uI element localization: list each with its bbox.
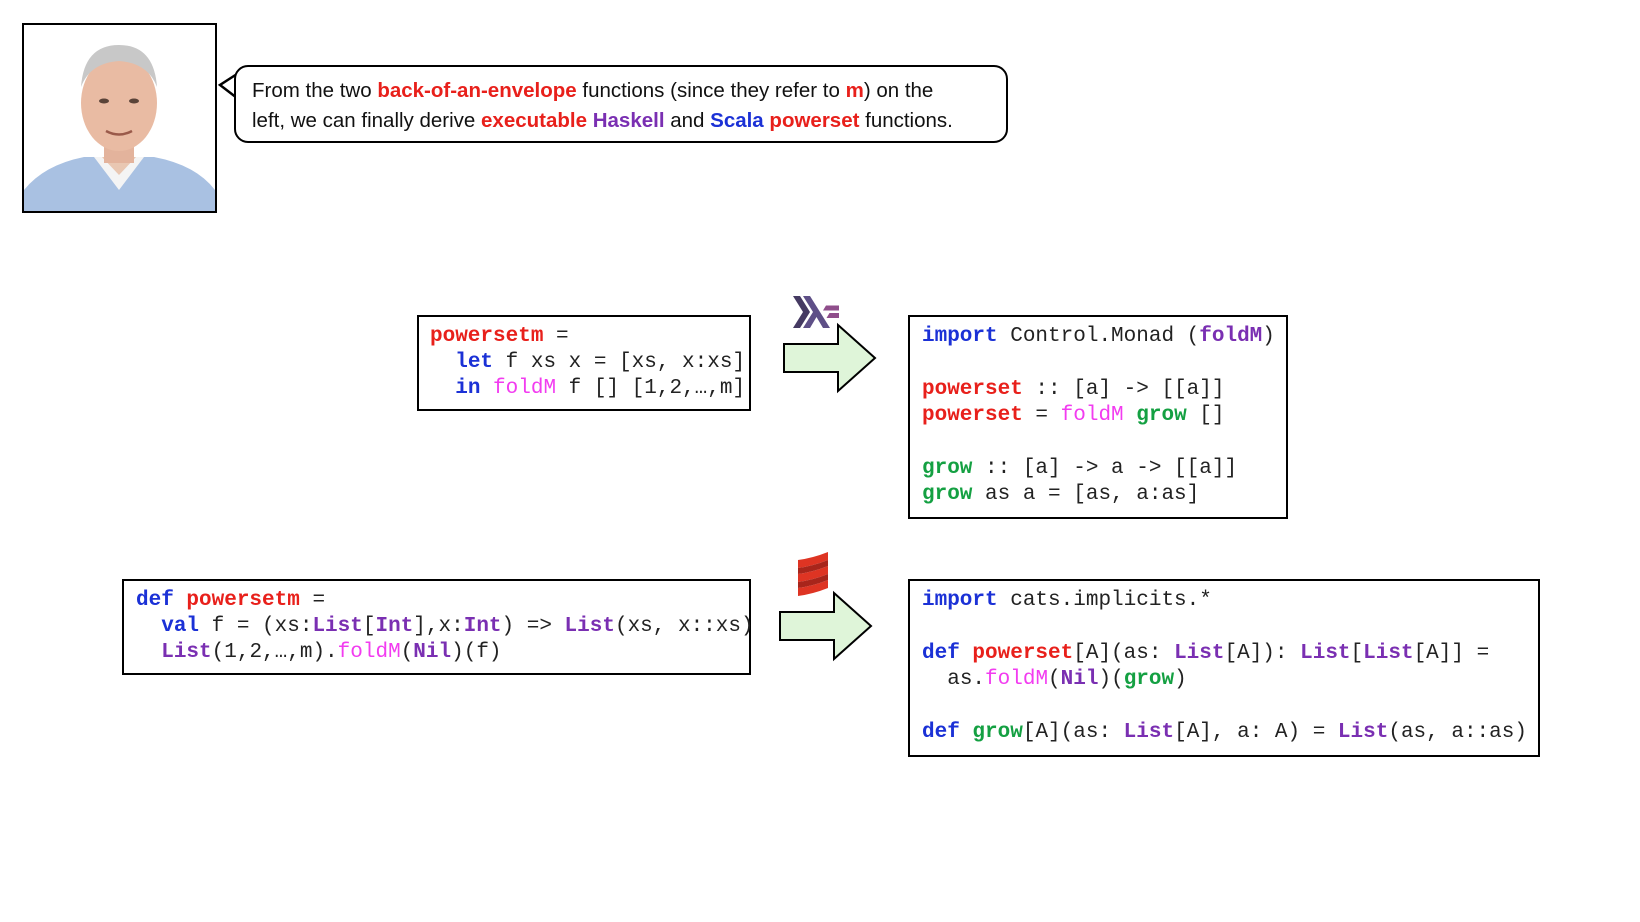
- haskell-logo: [793, 296, 839, 328]
- speech-bubble: From the two back-of-an-envelope functio…: [234, 65, 1008, 143]
- scala-executable-code: import cats.implicits.* def powerset[A](…: [908, 579, 1540, 757]
- haskell-sketch-code: powersetm = let f xs x = [xs, x:xs] in f…: [417, 315, 751, 411]
- haskell-executable-code: import Control.Monad (foldM) powerset ::…: [908, 315, 1288, 519]
- speech-text: From the two back-of-an-envelope functio…: [252, 79, 953, 132]
- scala-sketch-code: def powersetm = val f = (xs:List[Int],x:…: [122, 579, 754, 675]
- avatar-image: [24, 25, 215, 211]
- scala-arrow-icon: [779, 590, 873, 662]
- haskell-arrow-icon: [783, 322, 877, 394]
- scala-logo: [798, 552, 828, 596]
- avatar-photo: [22, 23, 217, 213]
